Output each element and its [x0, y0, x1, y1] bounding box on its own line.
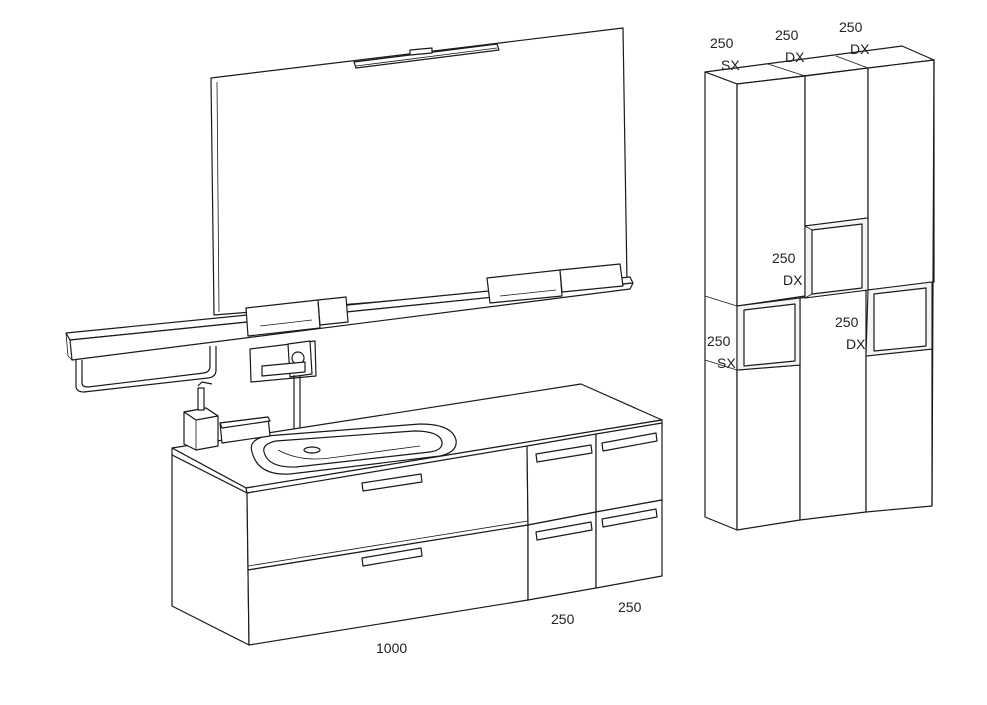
wall-faucet — [249, 340, 317, 452]
countertop-tray — [219, 416, 271, 444]
tall-right-width-label: 250 — [839, 19, 863, 35]
soap-dispenser — [183, 381, 219, 451]
open-top-side-label: DX — [783, 272, 803, 288]
open-left-width-label: 250 — [707, 333, 731, 349]
wall-shelf — [65, 263, 634, 361]
tall-right-side-label: DX — [850, 41, 870, 57]
vanity-width-label: 1000 — [376, 640, 407, 656]
open-left-side-label: SX — [717, 355, 736, 371]
drawer-unit-2-label: 250 — [618, 599, 642, 615]
drawer-unit-1-label: 250 — [551, 611, 575, 627]
tall-center-side-label: DX — [785, 49, 805, 65]
dimension-labels: 1000 250 250 250 SX 250 DX 250 DX 250 DX… — [376, 19, 870, 656]
open-top-width-label: 250 — [772, 250, 796, 266]
tall-left-width-label: 250 — [710, 35, 734, 51]
tall-left-side-label: SX — [721, 57, 740, 73]
towel-bar — [75, 346, 217, 393]
basin — [250, 423, 457, 475]
tall-cabinets — [704, 45, 935, 531]
open-right-side-label: DX — [846, 336, 866, 352]
tall-center-width-label: 250 — [775, 27, 799, 43]
open-right-width-label: 250 — [835, 314, 859, 330]
